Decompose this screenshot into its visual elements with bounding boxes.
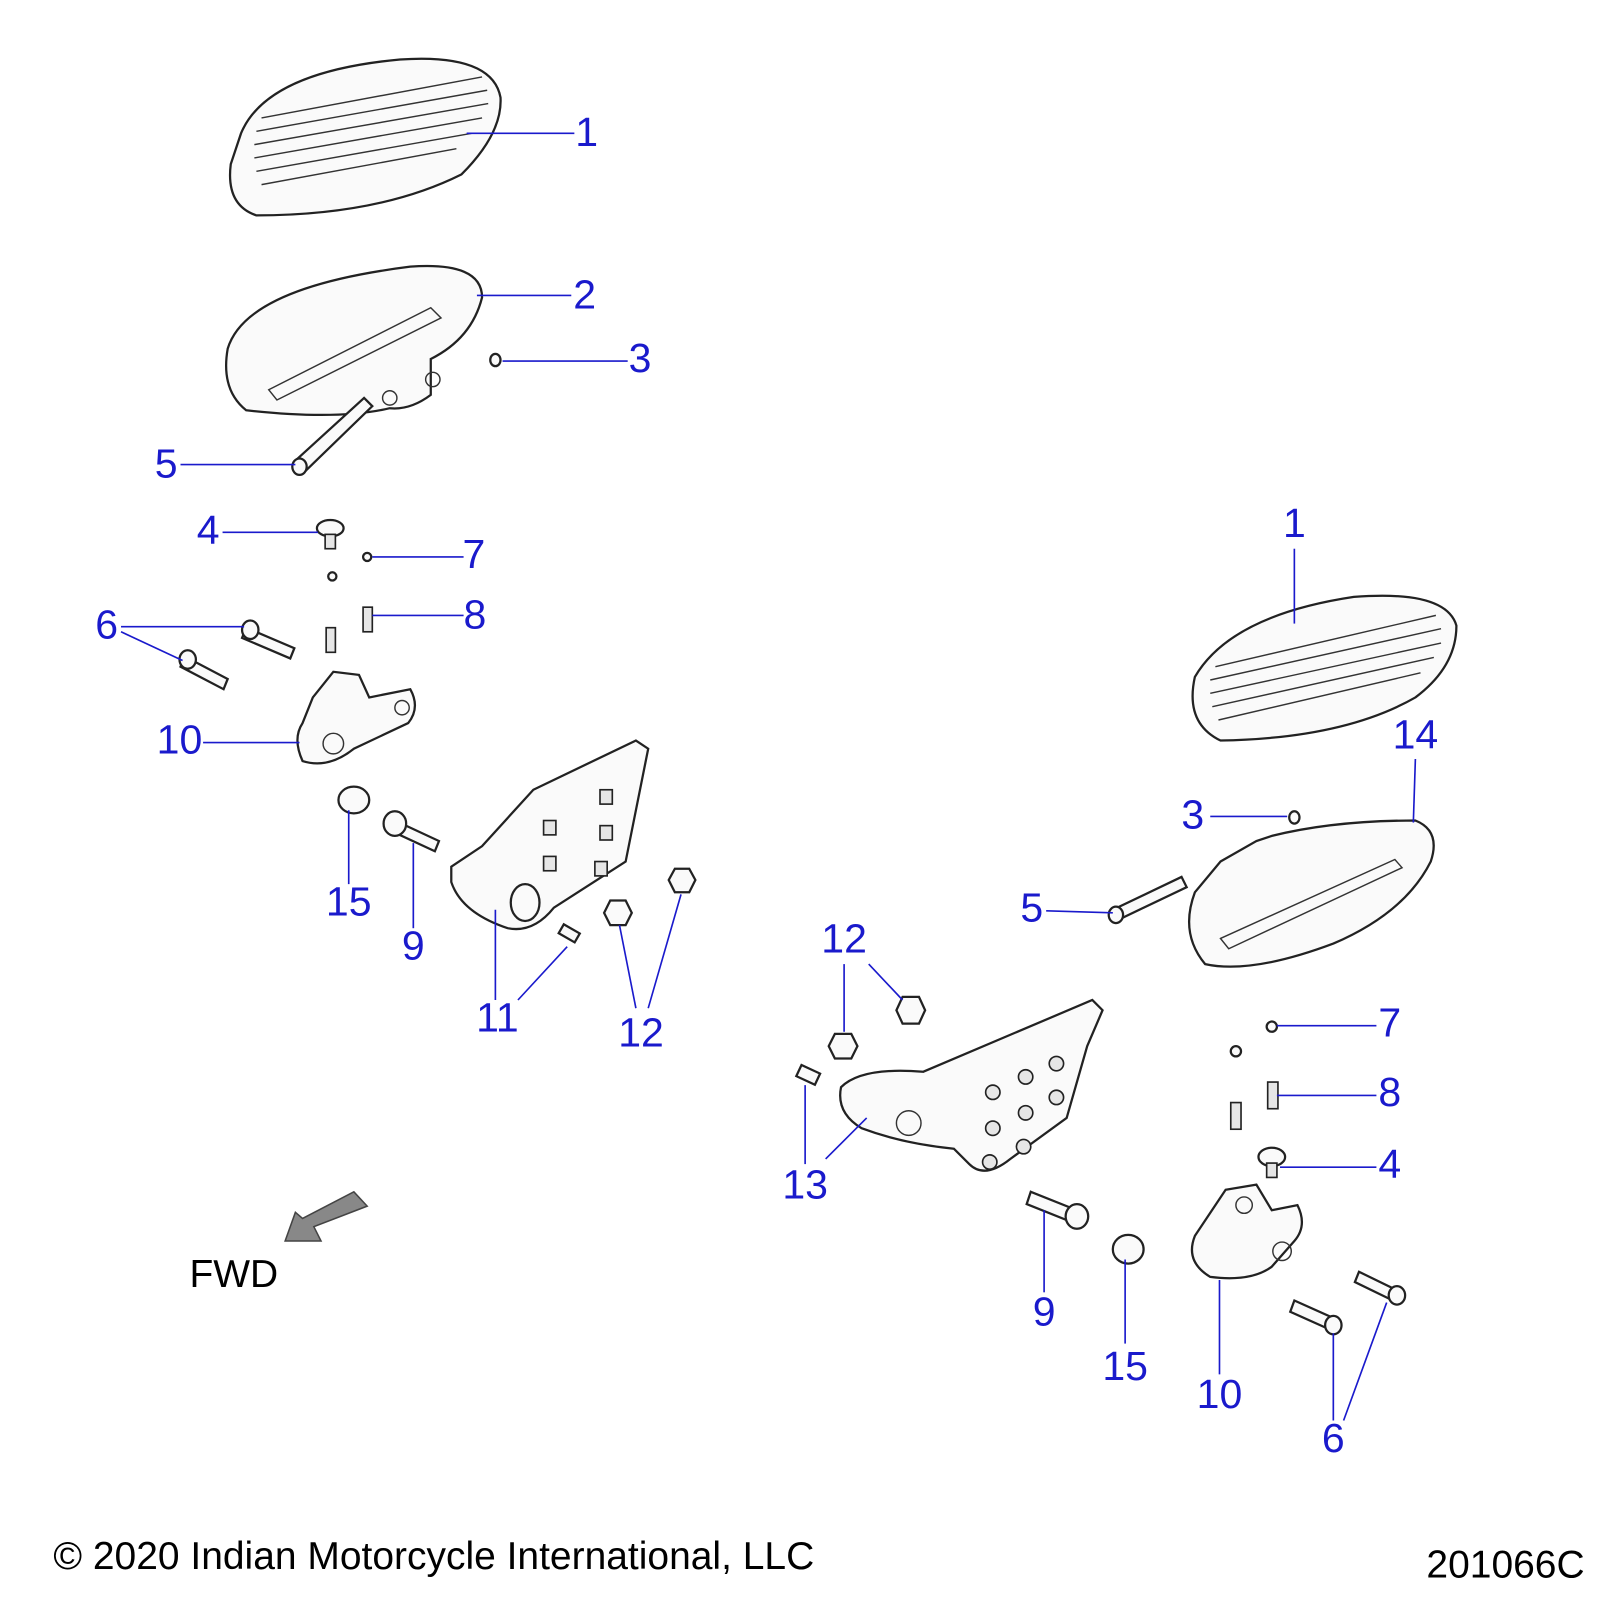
callout-13: 13 [782,1162,828,1208]
right-callouts: 1 14 3 5 12 7 8 4 13 9 15 10 6 [782,500,1438,1461]
part-spring-right [1266,1081,1279,1110]
forward-direction-indicator: FWD [189,1190,369,1296]
part-bushing-right [1111,1233,1145,1265]
callout-11: 11 [476,994,519,1040]
callout-10: 10 [157,716,203,762]
callout-7: 7 [462,531,485,577]
part-o-ring-right [1288,810,1301,825]
callout-2: 2 [573,271,596,317]
callout-3: 3 [629,335,652,381]
part-floorboard-pad-right [1191,594,1458,742]
part-screws-right [1288,1270,1407,1336]
part-ball-left [361,551,373,563]
part-dowel-left [557,922,582,944]
callout-4: 4 [197,507,220,553]
copyright-notice: © 2020 Indian Motorcycle International, … [53,1535,814,1578]
part-nut-right [827,1032,859,1060]
callout-7: 7 [1378,999,1401,1045]
part-bumper-right [1257,1146,1287,1179]
part-bolt-left [382,810,441,853]
part-ball-left-2 [327,571,338,582]
forward-label: FWD [189,1253,278,1296]
callout-12: 12 [821,915,867,961]
part-screws-left [178,619,296,691]
part-spring-left-2 [325,626,337,654]
callout-8: 8 [1378,1069,1401,1115]
callout-5: 5 [1020,885,1043,931]
part-bumper-left [315,518,345,550]
callout-1: 1 [1283,500,1306,546]
part-mount-block-left [296,670,416,765]
callout-6: 6 [1322,1415,1345,1461]
part-nut-right-2 [895,995,927,1025]
part-bracket-right [839,998,1104,1172]
callout-15: 15 [1102,1343,1148,1389]
part-ball-right [1265,1020,1279,1033]
drawing-code: 201066C [1426,1543,1584,1586]
part-nut-left-2 [667,867,697,894]
forward-arrow-icon [284,1190,369,1242]
part-bolt-right [1025,1190,1090,1230]
left-callouts: 1 2 3 5 4 7 6 8 10 15 9 11 12 [95,109,664,1056]
leader-lines [120,132,1417,1421]
callout-6: 6 [95,602,118,648]
callout-12: 12 [618,1010,664,1056]
part-floorboard-pad-left [228,57,502,217]
right-assembly [794,594,1458,1336]
part-spring-left [362,606,374,633]
callout-14: 14 [1393,711,1439,757]
part-floorboard-left [224,264,484,417]
part-bracket-left [450,739,650,931]
callout-9: 9 [1033,1289,1056,1335]
part-nut-left [602,899,634,927]
part-pin-left [291,396,374,476]
callout-8: 8 [463,591,486,637]
callout-1: 1 [575,109,598,155]
part-pin-right [1107,875,1189,925]
part-ball-right-2 [1229,1045,1243,1058]
part-spring-right-2 [1229,1101,1242,1131]
callout-9: 9 [402,923,425,969]
part-dowel-right [794,1063,822,1087]
part-o-ring-left [489,352,502,368]
callout-4: 4 [1378,1141,1401,1187]
part-mount-block-right [1190,1183,1303,1280]
callout-15: 15 [326,878,372,924]
part-bushing-left [337,785,371,815]
callout-3: 3 [1181,791,1204,837]
left-assembly [178,57,697,944]
callout-10: 10 [1197,1371,1243,1417]
callout-5: 5 [155,440,178,486]
part-floorboard-right [1188,819,1435,968]
